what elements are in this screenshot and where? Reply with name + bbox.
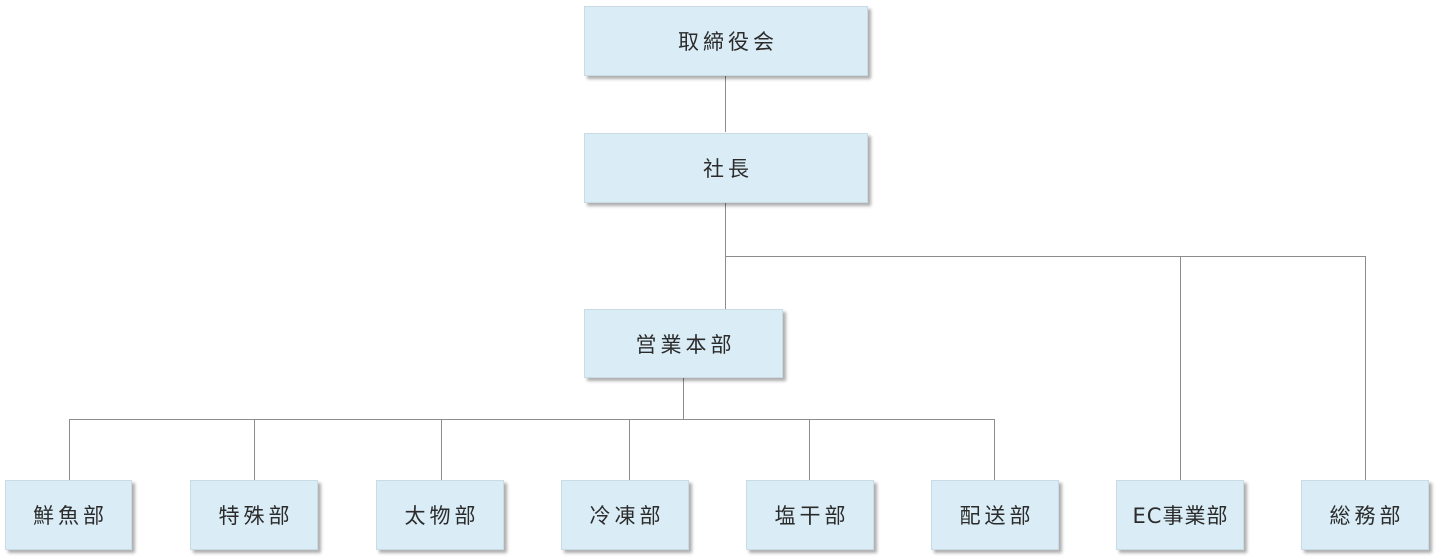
org-node-label: 塩干部	[774, 504, 850, 528]
connector-drop-ec	[1180, 256, 1181, 480]
org-node-label: 特殊部	[218, 504, 294, 528]
connector-top-bus	[725, 256, 1366, 257]
org-node-president[interactable]: 社長	[584, 133, 868, 203]
org-node-label: 取締役会	[678, 30, 778, 54]
org-node-label: 太物部	[404, 504, 480, 528]
connector-dept-bus	[69, 419, 995, 420]
org-node-sales-hq[interactable]: 営業本部	[584, 309, 783, 378]
org-node-dept-fresh-fish[interactable]: 鮮魚部	[5, 480, 132, 550]
org-node-dept-special[interactable]: 特殊部	[190, 480, 318, 550]
org-node-label: EC事業部	[1132, 504, 1229, 528]
org-node-label: 鮮魚部	[33, 504, 108, 528]
org-node-dept-dried[interactable]: 塩干部	[746, 480, 874, 550]
connector-hq-bus	[683, 378, 684, 419]
org-node-dept-frozen[interactable]: 冷凍部	[561, 480, 689, 550]
connector-drop-dept	[994, 419, 995, 480]
connector-board-president	[725, 76, 726, 132]
org-node-label: 総務部	[1329, 504, 1405, 528]
org-node-dept-futomono[interactable]: 太物部	[376, 480, 504, 550]
connector-drop-dept	[441, 419, 442, 480]
org-node-dept-general-affairs[interactable]: 総務部	[1301, 480, 1429, 550]
org-node-label: 営業本部	[635, 332, 736, 357]
org-node-label: 配送部	[959, 504, 1035, 528]
connector-drop-dept	[629, 419, 630, 480]
org-node-dept-ec[interactable]: EC事業部	[1116, 480, 1244, 550]
connector-drop-dept	[809, 419, 810, 480]
connector-drop-dept	[69, 419, 70, 480]
org-node-label: 冷凍部	[589, 504, 665, 528]
org-node-dept-delivery[interactable]: 配送部	[931, 480, 1059, 550]
connector-drop-dept	[254, 419, 255, 480]
org-node-label: 社長	[703, 157, 753, 181]
connector-drop-general-affairs	[1365, 256, 1366, 480]
org-node-board[interactable]: 取締役会	[584, 6, 868, 76]
